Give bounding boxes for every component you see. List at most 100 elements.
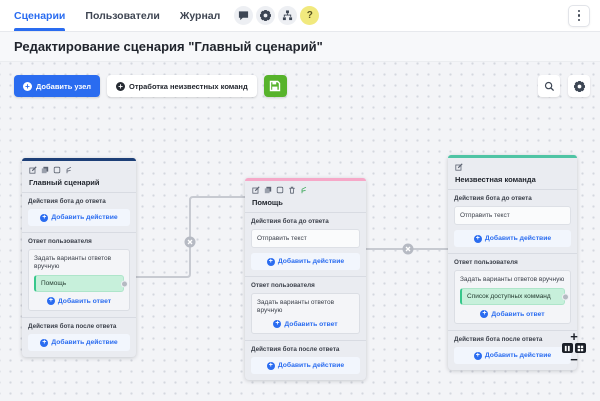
node-header: Главный сценарий — [22, 161, 136, 192]
help-icon: ? — [306, 10, 313, 21]
section-label: Действия бота после ответа — [28, 323, 117, 331]
dots-icon — [577, 9, 581, 13]
settings-button[interactable] — [256, 6, 276, 25]
zoom-controls: + − — [560, 329, 588, 367]
overflow-menu-button[interactable] — [568, 4, 590, 27]
minimap-icon — [577, 345, 584, 351]
unknown-commands-label: Отработка неизвестных команд — [129, 81, 248, 91]
help-button[interactable]: ? — [300, 6, 320, 25]
add-action-label: Добавить действие — [484, 235, 552, 242]
add-node-button[interactable]: + Добавить узел — [14, 75, 101, 97]
node-header: Помощь — [245, 181, 366, 212]
plus-circle-icon: + — [473, 351, 482, 360]
section-label: Ответ пользователя — [251, 282, 315, 289]
manual-variants-label: Задать варианты ответов вручную — [460, 276, 565, 283]
connector-dot[interactable] — [562, 293, 569, 301]
search-button[interactable] — [538, 75, 560, 97]
duplicate-icon[interactable] — [264, 186, 272, 194]
page-title: Редактирование сценария "Главный сценари… — [14, 39, 323, 54]
add-answer-button[interactable]: +Добавить ответ — [460, 310, 565, 319]
add-action-label: Добавить действие — [484, 352, 552, 360]
delete-connection-button[interactable] — [402, 243, 414, 255]
canvas-toolbar: + Добавить узел + Отработка неизвестных … — [14, 75, 287, 97]
section-label: Действия бота после ответа — [251, 346, 340, 354]
send-text-action-card[interactable]: Отправить текст — [454, 206, 571, 225]
copy-icon[interactable] — [53, 166, 61, 174]
topbar-icon-group: ? — [234, 6, 320, 25]
node-accent-bar — [448, 155, 577, 158]
add-action-button[interactable]: +Добавить действие — [454, 347, 571, 365]
canvas-settings-button[interactable] — [568, 75, 590, 97]
add-action-button[interactable]: +Добавить действие — [454, 230, 571, 247]
answer-chip-help[interactable]: Помощь — [34, 275, 128, 293]
plus-circle-icon: + — [273, 320, 282, 329]
plus-circle-icon: + — [40, 213, 49, 222]
tab-scenarios[interactable]: Сценарии — [14, 0, 66, 31]
close-icon — [405, 246, 411, 252]
plus-circle-icon: + — [116, 81, 126, 91]
add-action-label: Добавить действие — [277, 362, 345, 370]
plus-circle-icon: + — [266, 361, 275, 370]
plus-circle-icon: + — [46, 297, 55, 306]
node-help[interactable]: Помощь Действия бота до ответа Отправить… — [245, 178, 366, 381]
section-label: Действия бота до ответа — [251, 218, 329, 225]
node-title: Неизвестная команда — [455, 175, 536, 184]
unknown-commands-button[interactable]: + Отработка неизвестных команд — [107, 75, 257, 97]
plus-circle-icon: + — [40, 338, 49, 347]
node-unknown-command[interactable]: Неизвестная команда Действия бота до отв… — [448, 155, 577, 371]
add-node-label: Добавить узел — [36, 81, 92, 91]
fit-view-icon — [564, 345, 570, 351]
save-icon — [270, 80, 281, 92]
node-actions — [252, 186, 359, 194]
chip-label: Помощь — [41, 280, 67, 288]
add-action-button[interactable]: +Добавить действие — [251, 357, 360, 375]
send-text-action-card[interactable]: Отправить текст — [251, 229, 360, 248]
section-after-actions: Действия бота после ответа +Добавить дей… — [22, 317, 136, 357]
delete-connection-button[interactable] — [184, 236, 196, 248]
zoom-out-button[interactable]: − — [570, 352, 578, 367]
duplicate-icon[interactable] — [41, 166, 49, 174]
add-action-button[interactable]: +Добавить действие — [251, 253, 360, 270]
plus-circle-icon: + — [480, 310, 489, 319]
add-action-button[interactable]: +Добавить действие — [28, 209, 130, 226]
edit-icon[interactable] — [252, 186, 260, 194]
section-label: Действия бота до ответа — [28, 198, 106, 205]
chip-label: Список доступных комманд — [467, 293, 551, 301]
section-before-actions: Действия бота до ответа +Добавить действ… — [22, 192, 136, 232]
add-answer-button[interactable]: +Добавить ответ — [34, 297, 124, 306]
copy-icon[interactable] — [276, 186, 284, 194]
tab-users[interactable]: Пользователи — [85, 9, 160, 22]
add-answer-label: Добавить ответ — [284, 320, 338, 328]
answer-chip-commands-list[interactable]: Список доступных комманд — [460, 288, 569, 306]
save-button[interactable] — [263, 75, 287, 97]
trash-icon[interactable] — [288, 186, 296, 194]
add-answer-label: Добавить ответ — [491, 310, 545, 318]
fit-view-button[interactable] — [562, 343, 573, 353]
sitemap-button[interactable] — [278, 6, 298, 25]
chat-button[interactable] — [234, 6, 254, 25]
plus-circle-icon: + — [23, 81, 32, 91]
edit-icon[interactable] — [29, 166, 37, 174]
node-title: Главный сценарий — [29, 178, 100, 187]
add-action-label: Добавить действие — [51, 339, 118, 347]
branch-icon[interactable] — [300, 186, 308, 194]
connector-dot[interactable] — [121, 280, 128, 288]
branch-icon[interactable] — [65, 166, 73, 174]
minimap-button[interactable] — [575, 343, 586, 353]
sitemap-icon — [283, 10, 293, 21]
tab-journal[interactable]: Журнал — [179, 9, 221, 22]
add-action-button[interactable]: +Добавить действие — [28, 334, 130, 352]
add-answer-button[interactable]: +Добавить ответ — [257, 320, 354, 329]
zoom-in-button[interactable]: + — [570, 329, 578, 344]
section-label: Действия бота до ответа — [454, 195, 532, 202]
section-after-actions: Действия бота после ответа +Добавить дей… — [448, 330, 577, 370]
section-before-actions: Действия бота до ответа Отправить текст … — [245, 212, 366, 276]
section-user-response: Ответ пользователя Задать варианты ответ… — [245, 276, 366, 340]
manual-variants-label: Задать варианты ответов вручную — [34, 255, 112, 271]
node-main-scenario[interactable]: Главный сценарий Действия бота до ответа… — [22, 158, 136, 358]
add-action-label: Добавить действие — [51, 214, 118, 221]
add-action-label: Добавить действие — [277, 258, 345, 265]
edit-icon[interactable] — [455, 163, 463, 171]
response-variants-card: Задать варианты ответов вручную Помощь +… — [28, 249, 130, 312]
